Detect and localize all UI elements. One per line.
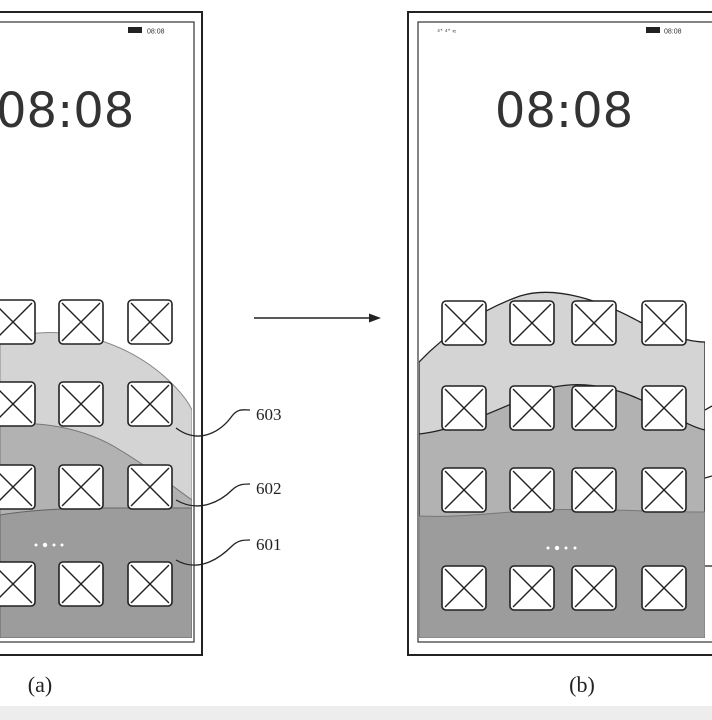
app-placeholder-icon[interactable] bbox=[0, 465, 35, 509]
app-placeholder-icon[interactable] bbox=[59, 465, 103, 509]
app-placeholder-icon[interactable] bbox=[128, 300, 172, 344]
icon-box bbox=[0, 300, 35, 344]
callout-602: 602 bbox=[256, 479, 282, 498]
lock-clock: 08:08 bbox=[495, 83, 633, 139]
app-placeholder-icon[interactable] bbox=[510, 301, 554, 345]
page-dot-active bbox=[43, 543, 47, 547]
app-placeholder-icon[interactable] bbox=[642, 386, 686, 430]
app-placeholder-icon[interactable] bbox=[442, 566, 486, 610]
app-placeholder-icon[interactable] bbox=[510, 468, 554, 512]
app-placeholder-icon[interactable] bbox=[642, 566, 686, 610]
app-placeholder-icon[interactable] bbox=[128, 382, 172, 426]
app-placeholder-icon[interactable] bbox=[59, 382, 103, 426]
app-placeholder-icon[interactable] bbox=[442, 386, 486, 430]
lock-clock: 08:08 bbox=[0, 83, 134, 139]
app-placeholder-icon[interactable] bbox=[572, 386, 616, 430]
bottom-band bbox=[0, 706, 712, 720]
app-placeholder-icon[interactable] bbox=[0, 382, 35, 426]
phone-a: 08:08 08:08 603 602 601 (a) bbox=[0, 12, 282, 697]
battery-icon bbox=[646, 27, 660, 33]
callout-601: 601 bbox=[256, 535, 282, 554]
icon-box bbox=[0, 382, 35, 426]
caption-a: (a) bbox=[28, 672, 52, 697]
app-placeholder-icon[interactable] bbox=[59, 562, 103, 606]
page-dot bbox=[53, 544, 56, 547]
signal-icon: ⁴ᐩ ⁴ᐩ ≈ bbox=[437, 29, 456, 36]
app-placeholder-icon[interactable] bbox=[572, 301, 616, 345]
app-placeholder-icon[interactable] bbox=[642, 301, 686, 345]
app-placeholder-icon[interactable] bbox=[128, 465, 172, 509]
callout-603: 603 bbox=[256, 405, 282, 424]
app-placeholder-icon[interactable] bbox=[572, 566, 616, 610]
app-placeholder-icon[interactable] bbox=[0, 300, 35, 344]
app-placeholder-icon[interactable] bbox=[59, 300, 103, 344]
app-placeholder-icon[interactable] bbox=[572, 468, 616, 512]
page-dot bbox=[61, 544, 64, 547]
status-time: 08:08 bbox=[147, 29, 165, 36]
icon-box bbox=[0, 465, 35, 509]
app-placeholder-icon[interactable] bbox=[510, 386, 554, 430]
app-placeholder-icon[interactable] bbox=[128, 562, 172, 606]
page-dot bbox=[547, 547, 550, 550]
page-dot bbox=[565, 547, 568, 550]
page-dot-active bbox=[555, 546, 559, 550]
status-time: 08:08 bbox=[664, 29, 682, 36]
battery-icon bbox=[128, 27, 142, 33]
app-placeholder-icon[interactable] bbox=[442, 468, 486, 512]
caption-b: (b) bbox=[569, 672, 595, 697]
phone-b: ⁴ᐩ ⁴ᐩ ≈ 08:08 08:08 (b) bbox=[408, 12, 712, 697]
icon-box bbox=[0, 562, 35, 606]
app-placeholder-icon[interactable] bbox=[510, 566, 554, 610]
arrow-head-icon bbox=[369, 314, 381, 323]
app-placeholder-icon[interactable] bbox=[442, 301, 486, 345]
page-dot bbox=[574, 547, 577, 550]
app-placeholder-icon[interactable] bbox=[0, 562, 35, 606]
page-dot bbox=[35, 544, 38, 547]
transition-arrow bbox=[254, 314, 381, 323]
app-placeholder-icon[interactable] bbox=[642, 468, 686, 512]
